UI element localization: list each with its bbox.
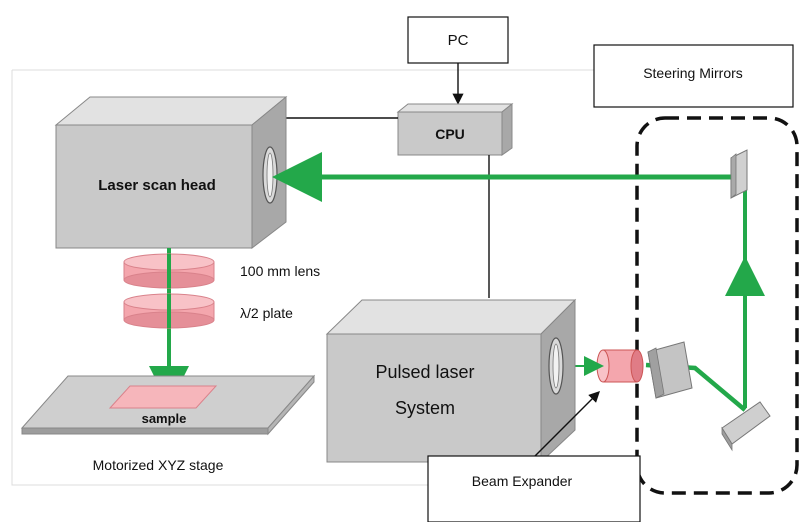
steering-mirrors-box: Steering Mirrors [593,44,794,108]
pulsed-laser-label-line1: Pulsed laser [375,362,474,382]
half-wave-plate [123,293,215,329]
beam-expander [596,349,644,383]
pulsed-laser-system: Pulsed laser System [325,298,577,464]
steering-mirror-top [730,149,748,199]
pc-box: PC [407,16,509,64]
focusing-lens [123,253,215,289]
beam-expander-pointer [534,391,600,457]
cpu-label: CPU [435,126,465,142]
half-wave-plate-label: λ/2 plate [240,305,293,321]
laser-scan-head: Laser scan head [54,95,288,250]
beam-fold-mirror [647,341,693,399]
laser-scan-head-label: Laser scan head [98,177,216,194]
sample-label: sample [142,411,187,426]
stage-label: Motorized XYZ stage [93,457,224,473]
pulsed-laser-label-line2: System [395,398,455,418]
cpu-box: CPU [396,102,514,156]
beam-expander-label-box: Beam Expander [427,455,641,522]
beam-expander-label: Beam Expander [472,473,573,489]
pc-label: PC [448,32,469,49]
steering-mirror-bottom [721,401,771,452]
lens-label: 100 mm lens [240,263,320,279]
steering-mirrors-region [635,116,799,495]
sample: sample [108,385,218,426]
steering-mirrors-label: Steering Mirrors [643,65,743,81]
